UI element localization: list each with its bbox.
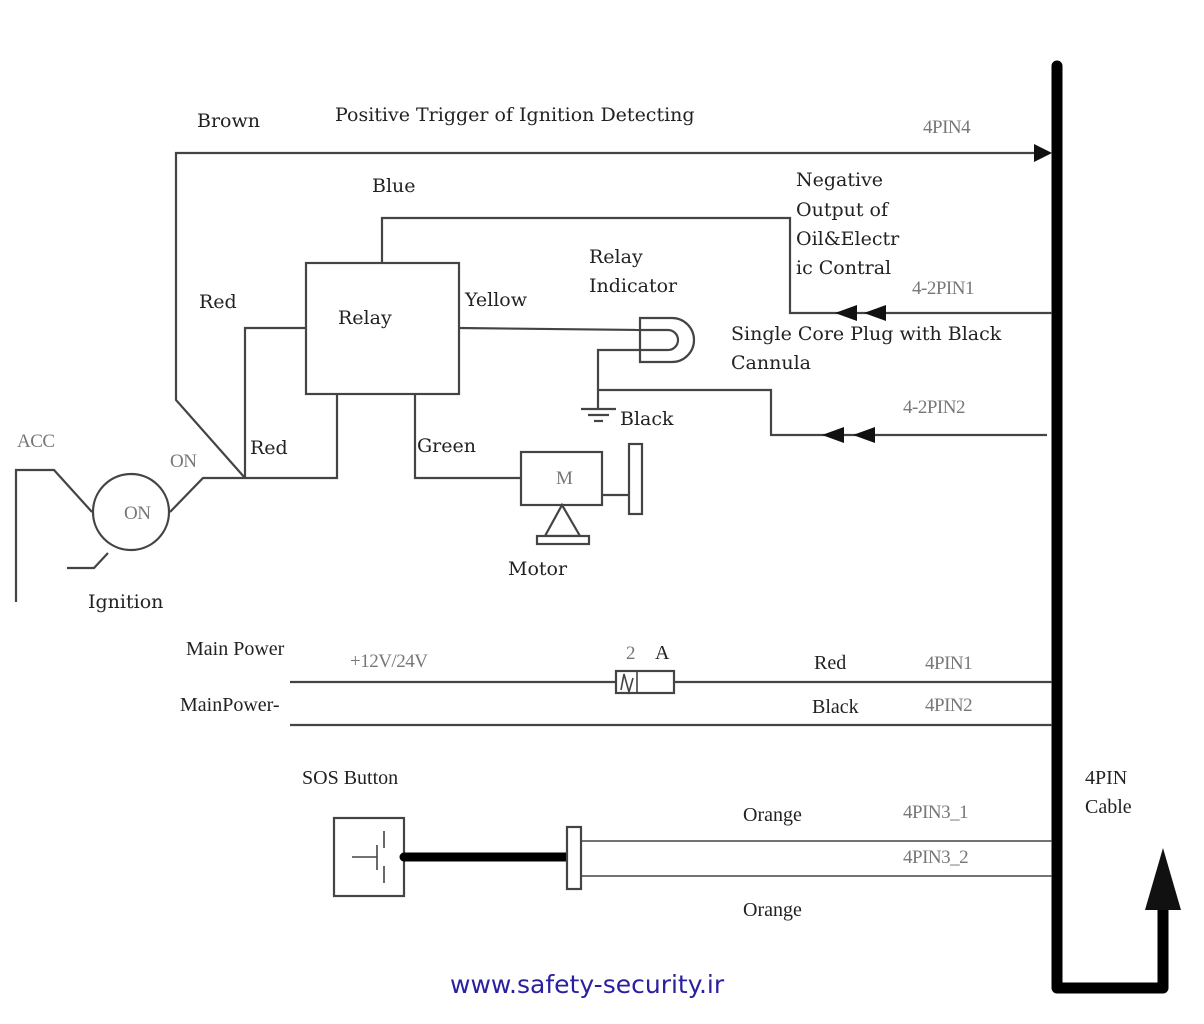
cable-up-arrow-icon: [1145, 848, 1181, 910]
motor-flywheel: [627, 442, 644, 516]
acc-label: ACC: [17, 431, 55, 452]
brown-wire-arrow-icon: [1034, 144, 1052, 162]
ignition-lower-wire: [67, 552, 109, 570]
red-label-top: Red: [199, 291, 237, 313]
orange-label-2: Orange: [743, 899, 802, 921]
voltage-label: +12V/24V: [350, 651, 428, 672]
relay-indicator-label-1: Relay: [589, 246, 643, 268]
sos-button-label: SOS Button: [302, 767, 398, 789]
pin-4pin3-2: 4PIN3_2: [903, 847, 968, 868]
fuse-rating-unit: A: [655, 642, 670, 664]
red-wire-bottom: [245, 394, 339, 480]
motor-label: Motor: [508, 558, 568, 580]
motor-symbol: M: [556, 468, 573, 489]
negative-output-line4: ic Contral: [796, 257, 891, 279]
cable-label-line2: Cable: [1085, 796, 1132, 818]
pin-4pin1: 4PIN1: [925, 653, 972, 674]
plug-arrow-icon: [822, 427, 844, 443]
negative-output-line1: Negative: [796, 169, 883, 191]
relay-label: Relay: [338, 307, 392, 329]
brown-label: Brown: [197, 110, 260, 132]
orange-label-1: Orange: [743, 804, 802, 826]
red-label-bottom: Red: [250, 437, 288, 459]
green-label: Green: [417, 435, 476, 457]
ignition-label: Ignition: [88, 591, 163, 613]
pin-4pin3-1: 4PIN3_1: [903, 802, 968, 823]
ignition-on-wire: [169, 476, 245, 513]
footer-url-link[interactable]: www.safety-security.ir: [450, 970, 725, 999]
single-core-plug-line2: Cannula: [731, 352, 811, 374]
yellow-label: Yellow: [464, 289, 528, 311]
cable-label-line1: 4PIN: [1085, 767, 1127, 789]
brown-wire: [174, 151, 1035, 479]
pin-4pin4: 4PIN4: [923, 117, 971, 138]
motor-mount: [543, 502, 582, 538]
black-ground-wire: [598, 388, 1047, 437]
motor-box: [519, 450, 604, 507]
pin-4pin2: 4PIN2: [925, 695, 972, 716]
red-wire-top: [243, 326, 306, 478]
push-button-icon: [352, 831, 385, 883]
relay-indicator-label-2: Indicator: [589, 275, 678, 297]
ground-icon: [581, 407, 616, 423]
4pin-cable-trunk: [1051, 60, 1169, 994]
sos-connector: [565, 825, 583, 891]
plug-arrow-icon: [864, 305, 886, 321]
relay-indicator-icon: [638, 316, 696, 364]
negative-output-line3: Oil&Electr: [796, 228, 900, 250]
green-wire: [413, 394, 521, 480]
pin-4-2pin1: 4-2PIN1: [912, 278, 974, 299]
negative-output-line2: Output of: [796, 199, 890, 221]
relay-indicator-inner: [596, 328, 680, 410]
main-power-negative-label: MainPower-: [180, 694, 280, 716]
single-core-plug-line1: Single Core Plug with Black: [731, 323, 1002, 345]
pin-4-2pin2: 4-2PIN2: [903, 397, 965, 418]
ignition-switch-on-label: ON: [124, 503, 151, 524]
main-red-label: Red: [814, 652, 846, 674]
blue-label: Blue: [372, 175, 416, 197]
yellow-wire: [458, 326, 641, 332]
main-power-positive-label: Main Power: [186, 638, 285, 660]
ignition-on-terminal-label: ON: [170, 451, 197, 472]
fuse-rating-number: 2: [626, 643, 635, 664]
main-black-label: Black: [812, 696, 859, 718]
black-ground-label: Black: [620, 408, 674, 430]
ignition-switch-icon: [91, 472, 171, 552]
plug-arrow-icon: [853, 427, 875, 443]
plug-arrow-icon: [835, 305, 857, 321]
acc-wire: [14, 468, 93, 602]
diagram-title: Positive Trigger of Ignition Detecting: [335, 104, 695, 126]
motor-base: [535, 534, 591, 546]
